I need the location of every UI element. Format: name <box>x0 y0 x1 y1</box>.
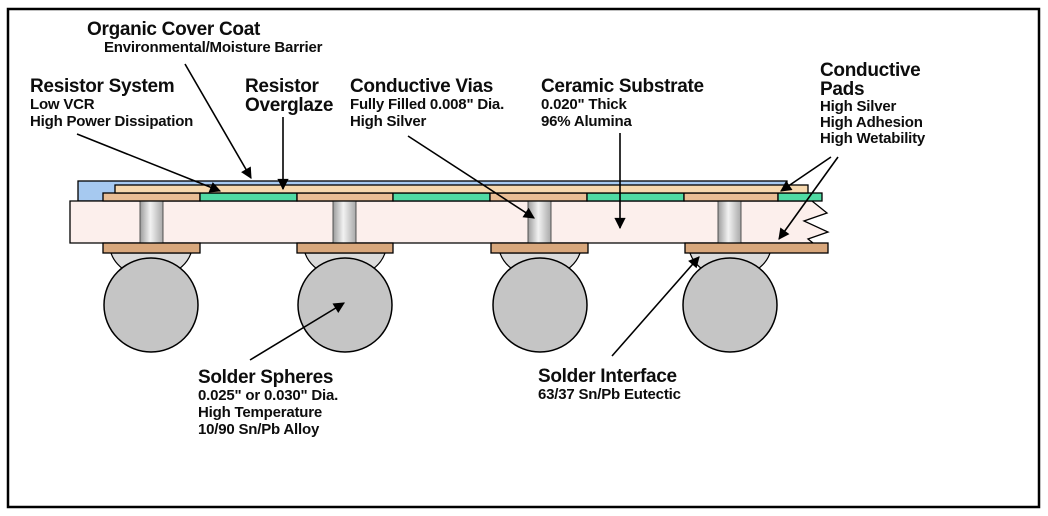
conductive-via <box>527 200 552 244</box>
leader-resistor-system <box>76 133 222 193</box>
leader-solder-interface <box>611 256 700 357</box>
label-solder-spheres-sub3: 10/90 Sn/Pb Alloy <box>198 421 320 438</box>
leader-solder-spheres <box>249 302 345 361</box>
resistor-system-segment <box>586 192 685 202</box>
leader-conductive-vias <box>407 135 535 219</box>
label-organic-cover-coat-title: Organic Cover Coat <box>87 19 261 40</box>
callout-labels: Organic Cover Coat Environmental/Moistur… <box>30 19 926 438</box>
package-cross-section <box>69 180 830 353</box>
label-resistor-system-sub1: Low VCR <box>30 96 95 113</box>
conductive-via <box>717 200 742 244</box>
resistor-system-segment <box>199 192 298 202</box>
label-solder-interface-sub1: 63/37 Sn/Pb Eutectic <box>538 386 681 403</box>
conductive-pad-top <box>296 192 394 202</box>
leader-lines <box>76 63 839 361</box>
label-solder-spheres-sub2: High Temperature <box>198 404 322 421</box>
leader-organic-cover-coat <box>184 63 252 179</box>
conductive-pad-bottom <box>102 242 201 254</box>
conductive-pad-top <box>102 192 201 202</box>
resistor-system-segment <box>777 192 823 202</box>
label-resistor-system-title: Resistor System <box>30 76 174 97</box>
label-solder-spheres-title: Solder Spheres <box>198 367 333 388</box>
label-organic-cover-coat-sub: Environmental/Moisture Barrier <box>104 39 323 56</box>
label-conductive-pads-line2: Pads <box>820 79 864 100</box>
label-conductive-pads-sub1: High Silver <box>820 98 897 115</box>
conductive-pad-top <box>683 192 779 202</box>
label-conductive-vias-sub1: Fully Filled 0.008" Dia. <box>350 96 504 113</box>
label-conductive-vias-title: Conductive Vias <box>350 76 493 97</box>
label-ceramic-substrate-title: Ceramic Substrate <box>541 76 704 97</box>
label-ceramic-substrate-sub2: 96% Alumina <box>541 113 632 130</box>
label-conductive-pads-line1: Conductive <box>820 60 920 81</box>
conductive-via <box>332 200 357 244</box>
conductive-pad-bottom <box>684 242 829 254</box>
label-conductive-pads-sub3: High Wetability <box>820 130 926 147</box>
conductive-pad-top <box>489 192 588 202</box>
label-conductive-vias-sub2: High Silver <box>350 113 427 130</box>
solder-sphere <box>492 257 588 353</box>
conductive-pad-bottom <box>490 242 589 254</box>
solder-sphere <box>682 257 778 353</box>
leader-conductive-pads-top <box>780 156 832 192</box>
resistor-system-segment <box>392 192 491 202</box>
label-resistor-overglaze-line2: Overglaze <box>245 95 333 116</box>
label-solder-interface-title: Solder Interface <box>538 366 677 387</box>
label-solder-spheres-sub1: 0.025" or 0.030" Dia. <box>198 387 338 404</box>
solder-sphere <box>103 257 199 353</box>
solder-sphere <box>297 257 393 353</box>
ceramic-substrate-body <box>69 200 830 244</box>
leader-conductive-pads-bottom <box>778 156 839 240</box>
conductive-via <box>139 200 164 244</box>
label-resistor-system-sub2: High Power Dissipation <box>30 113 193 130</box>
label-ceramic-substrate-sub1: 0.020" Thick <box>541 96 627 113</box>
conductive-pad-bottom <box>296 242 394 254</box>
label-conductive-pads-sub2: High Adhesion <box>820 114 923 131</box>
resistor-overglaze-layer <box>114 184 809 194</box>
label-resistor-overglaze-line1: Resistor <box>245 76 320 97</box>
